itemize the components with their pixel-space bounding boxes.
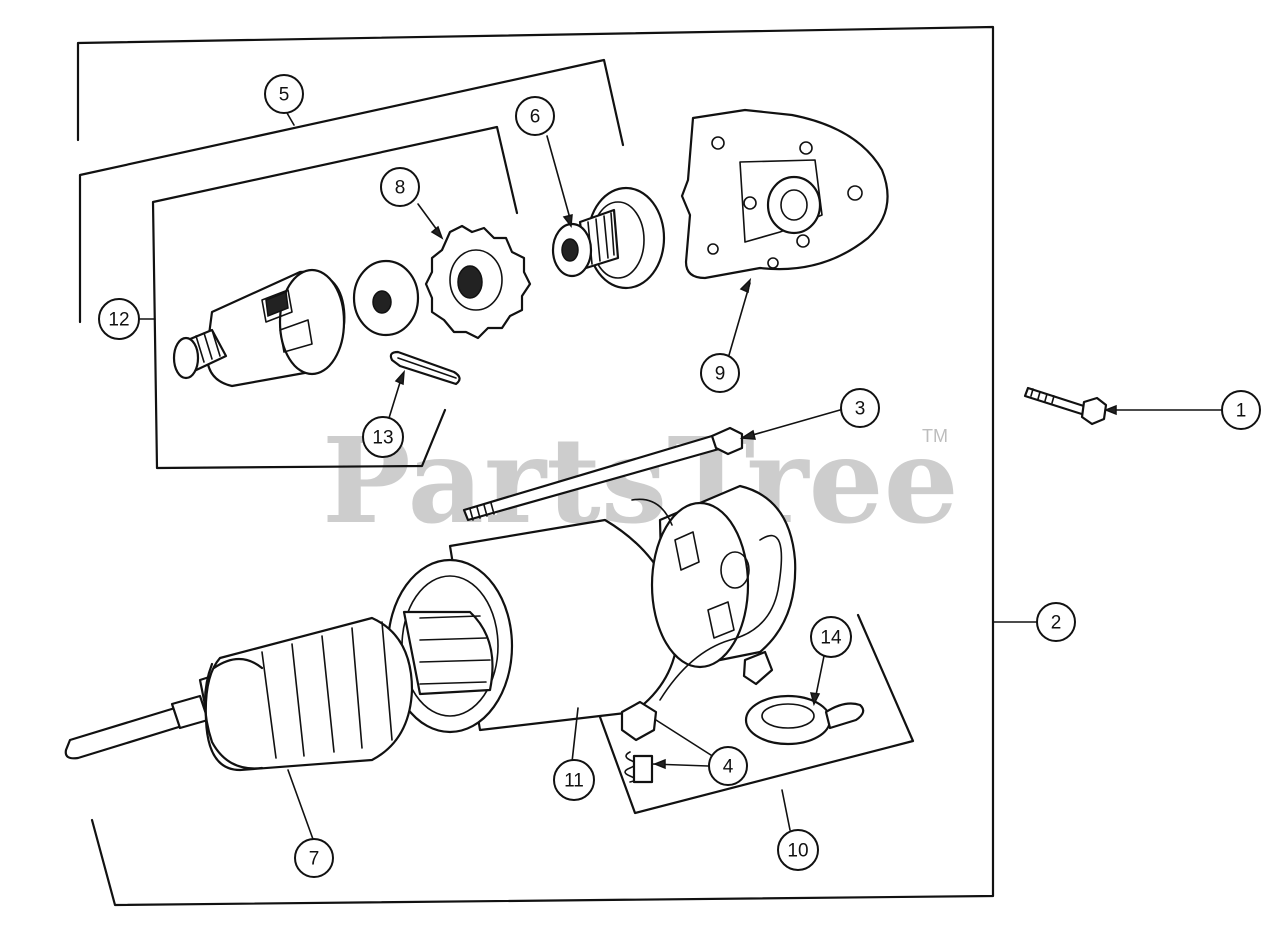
callout-4[interactable]: 4 bbox=[708, 746, 748, 786]
leader-5 bbox=[286, 112, 295, 126]
retainer-clip-part bbox=[388, 350, 461, 419]
pinion-gear-part bbox=[417, 203, 532, 340]
callout-11[interactable]: 11 bbox=[553, 759, 595, 801]
callout-1-label: 1 bbox=[1236, 401, 1247, 422]
callout-9-label: 9 bbox=[715, 364, 726, 385]
terminal-hardware-part bbox=[620, 700, 715, 784]
callout-9[interactable]: 9 bbox=[700, 353, 740, 393]
callout-2[interactable]: 2 bbox=[1036, 602, 1076, 642]
callout-14-label: 14 bbox=[820, 628, 842, 649]
callout-5-label: 5 bbox=[279, 85, 290, 106]
bracket-5 bbox=[78, 58, 625, 324]
callout-12-label: 12 bbox=[108, 310, 129, 331]
callout-12[interactable]: 12 bbox=[98, 298, 140, 340]
callout-1[interactable]: 1 bbox=[1221, 390, 1261, 430]
callout-10[interactable]: 10 bbox=[777, 829, 819, 871]
callout-2-label: 2 bbox=[1051, 613, 1062, 634]
callout-3-label: 3 bbox=[855, 399, 866, 420]
callout-11-label: 11 bbox=[564, 771, 584, 792]
brush-end-cap-part bbox=[631, 484, 797, 701]
callout-7-label: 7 bbox=[309, 849, 320, 870]
drive-sleeve-part bbox=[172, 268, 346, 388]
callout-6[interactable]: 6 bbox=[515, 96, 555, 136]
callout-3[interactable]: 3 bbox=[840, 388, 880, 428]
bracket-2 bbox=[76, 25, 995, 907]
end-plate-part bbox=[680, 108, 889, 363]
bracket-10 bbox=[598, 613, 915, 815]
callout-14[interactable]: 14 bbox=[810, 616, 852, 658]
leader-10 bbox=[781, 789, 791, 831]
through-bolt-part bbox=[462, 409, 841, 522]
callout-10-label: 10 bbox=[787, 841, 808, 862]
callout-8[interactable]: 8 bbox=[380, 167, 420, 207]
washer-part bbox=[352, 259, 420, 337]
callout-13[interactable]: 13 bbox=[362, 416, 404, 458]
terminal-boot-part bbox=[744, 655, 865, 746]
bracket-12 bbox=[151, 125, 519, 470]
callout-5[interactable]: 5 bbox=[264, 74, 304, 114]
armature-part bbox=[64, 610, 494, 843]
callout-7[interactable]: 7 bbox=[294, 838, 334, 878]
callout-13-label: 13 bbox=[372, 428, 393, 449]
drive-nut-part bbox=[546, 135, 666, 290]
bolt-part bbox=[1023, 386, 1223, 426]
watermark-trademark: TM bbox=[922, 426, 948, 446]
watermark-text: PartsTree bbox=[322, 411, 959, 550]
callout-8-label: 8 bbox=[395, 178, 406, 199]
callout-4-label: 4 bbox=[723, 757, 734, 778]
callout-6-label: 6 bbox=[530, 107, 541, 128]
